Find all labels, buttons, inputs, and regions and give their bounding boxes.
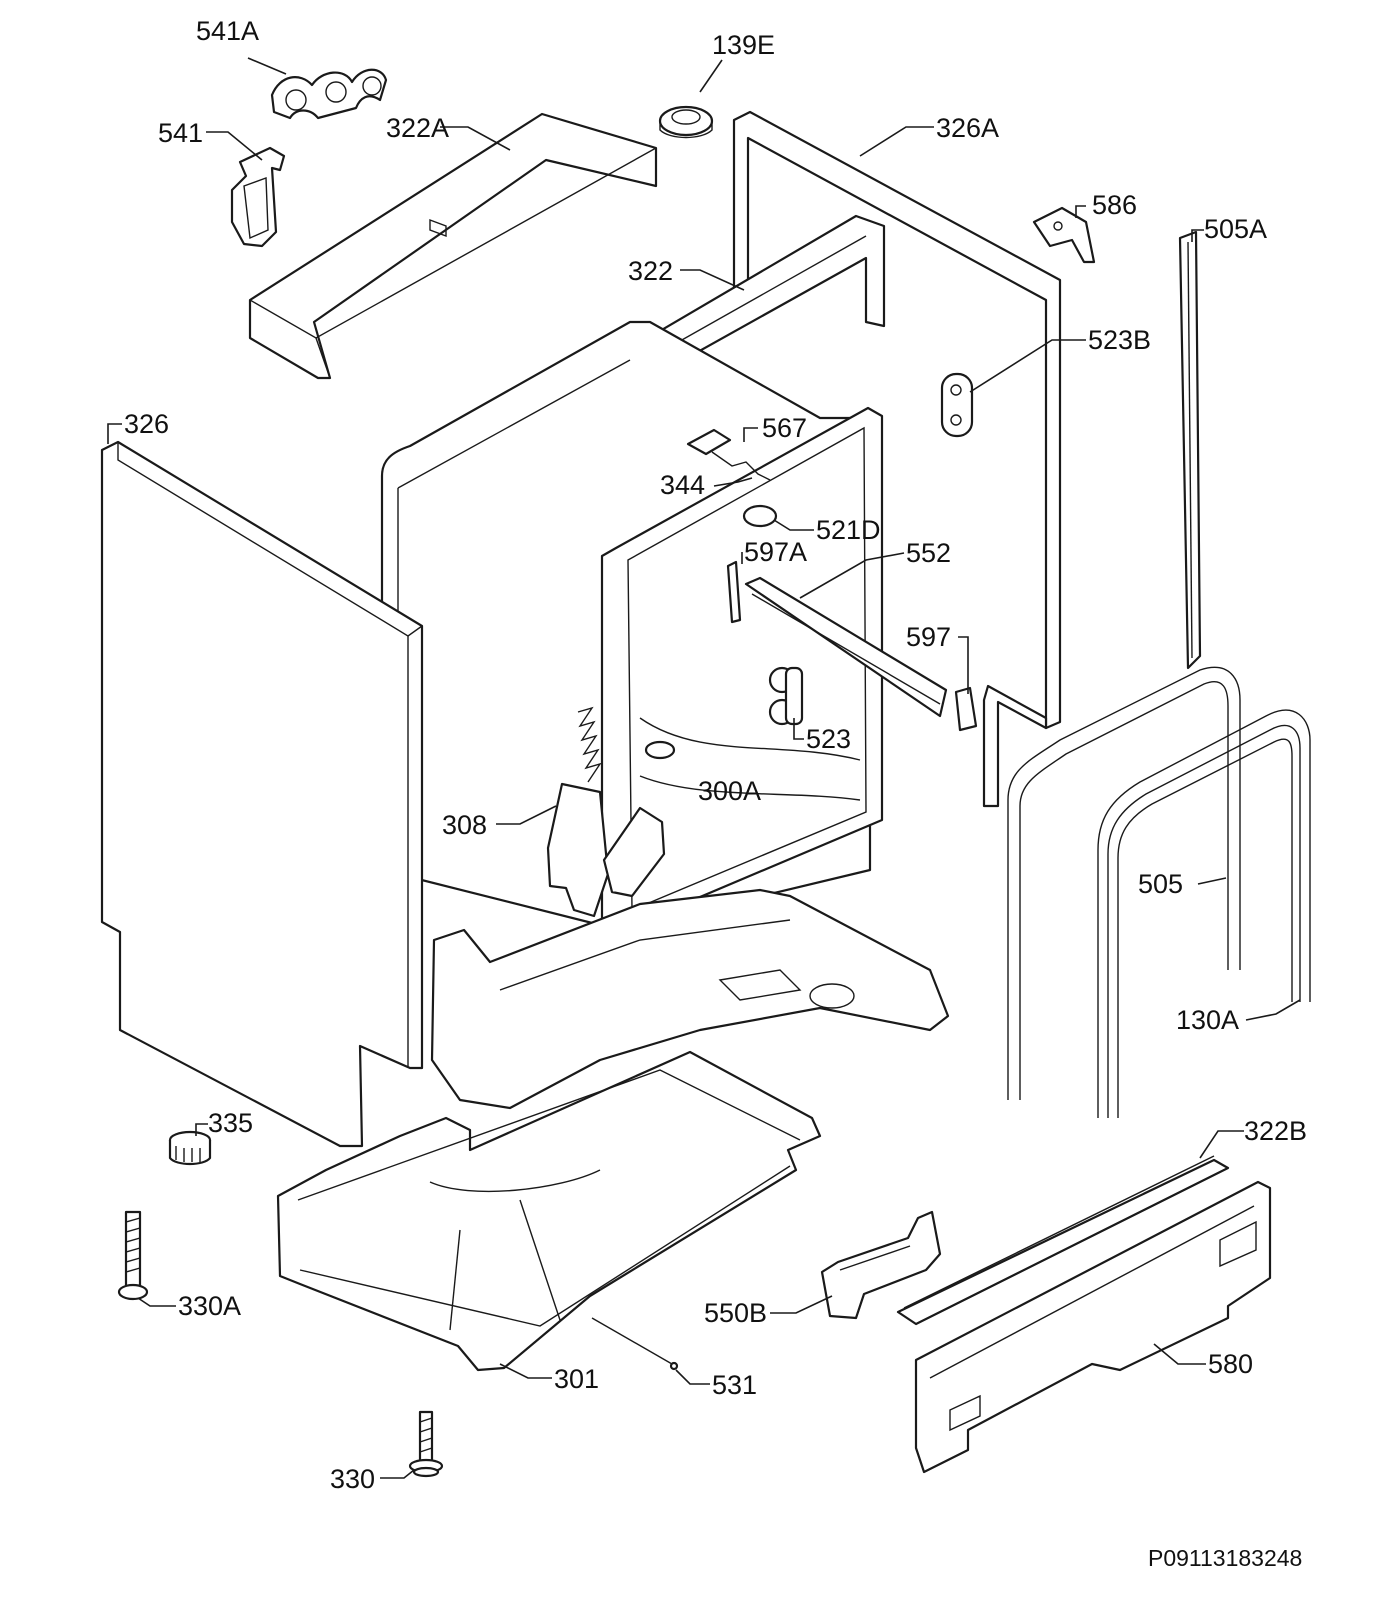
callout-597: 597: [906, 622, 951, 652]
callout-531: 531: [712, 1370, 757, 1400]
callout-567: 567: [762, 413, 807, 443]
callout-505a: 505A: [1204, 214, 1267, 244]
callout-541: 541: [158, 118, 203, 148]
part-322b-kick-rail: [896, 1155, 1230, 1326]
callout-344: 344: [660, 470, 705, 500]
part-541a-clip-strip: [270, 68, 388, 120]
part-330-screw: [408, 1410, 444, 1478]
part-335-foot: [168, 1130, 212, 1166]
part-531-rod: [591, 1317, 679, 1371]
callout-322a: 322A: [386, 113, 449, 143]
callout-586: 586: [1092, 190, 1137, 220]
part-326-front-panel: [100, 440, 424, 1148]
callout-322b: 322B: [1244, 1116, 1307, 1146]
callout-139e: 139E: [712, 30, 775, 60]
part-base-frame: [430, 888, 950, 1110]
callout-580: 580: [1208, 1349, 1253, 1379]
part-322a-top-rail: [248, 112, 658, 380]
part-597-clip: [954, 686, 978, 732]
drawing-code: P09113183248: [1148, 1545, 1302, 1571]
part-523b-grommet: [940, 372, 974, 438]
callout-523: 523: [806, 724, 851, 754]
part-550b-bracket: [820, 1210, 942, 1320]
part-300a-inner-frame: [600, 406, 884, 932]
part-597a-hook: [726, 560, 742, 624]
callout-330: 330: [330, 1464, 375, 1494]
callout-130a: 130A: [1176, 1005, 1239, 1035]
callout-541a: 541A: [196, 16, 259, 46]
callout-300a: 300A: [698, 776, 761, 806]
part-130a-gasket: [1097, 709, 1311, 1118]
part-567-clip: [686, 428, 732, 456]
part-301-base-tray: [276, 1050, 822, 1372]
callout-335: 335: [208, 1108, 253, 1138]
part-552-rail: [744, 576, 948, 718]
callout-326a: 326A: [936, 113, 999, 143]
callout-301: 301: [554, 1364, 599, 1394]
part-505a-vertical-seal: [1178, 230, 1202, 670]
part-541-bracket: [230, 146, 286, 248]
callout-552: 552: [906, 538, 951, 568]
callout-330a: 330A: [178, 1291, 241, 1321]
callout-326: 326: [124, 409, 169, 439]
part-308-hinge: [546, 706, 666, 918]
callout-505: 505: [1138, 869, 1183, 899]
callout-550b: 550B: [704, 1298, 767, 1328]
part-344-spring: [711, 451, 771, 481]
callout-521d: 521D: [816, 515, 881, 545]
part-330a-screw: [117, 1210, 149, 1301]
callout-322: 322: [628, 256, 673, 286]
part-139e-wheel: [658, 105, 714, 139]
leader-lines: [107, 57, 1301, 1479]
callout-597a: 597A: [744, 537, 807, 567]
callout-523b: 523B: [1088, 325, 1151, 355]
part-580-plinth: [914, 1180, 1272, 1474]
part-521d-plug: [742, 504, 778, 528]
part-586-bracket: [1032, 206, 1096, 264]
part-505-loop-seal: [1007, 666, 1241, 1100]
part-523-valves: [768, 666, 804, 726]
callout-308: 308: [442, 810, 487, 840]
